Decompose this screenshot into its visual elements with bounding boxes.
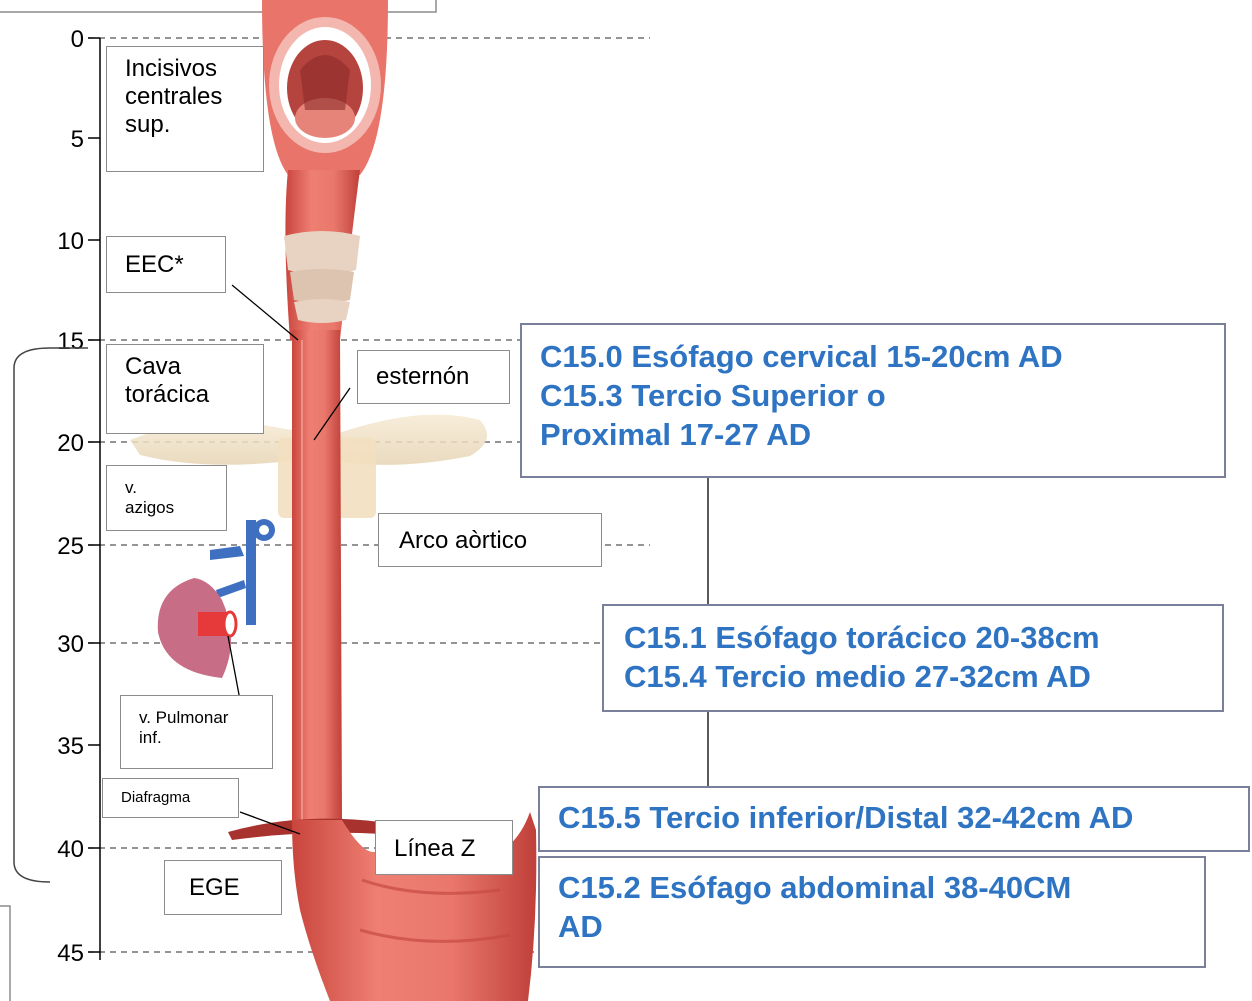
label-line: Arco aòrtico <box>399 527 601 555</box>
classification-line: C15.0 Esófago cervical 15-20cm AD <box>540 337 1224 376</box>
classification-line: Proximal 17-27 AD <box>540 415 1224 454</box>
classification-c15-2: C15.2 Esófago abdominal 38-40CM AD <box>538 856 1206 968</box>
label-incisivos-centrales: Incisivos centrales sup. <box>106 46 264 172</box>
left-cropped-box <box>0 906 10 1001</box>
scale-tick-label: 20 <box>57 430 84 457</box>
label-line: inf. <box>139 728 272 748</box>
label-diafragma: Diafragma <box>102 778 239 818</box>
label-cava-toracica: Cava torácica <box>106 344 264 434</box>
label-ege: EGE <box>164 860 282 915</box>
scale-tick-label: 40 <box>57 836 84 863</box>
label-arco-aortico: Arco aòrtico <box>378 513 602 567</box>
depth-scale <box>88 38 100 960</box>
esophagus-bracket <box>14 348 50 882</box>
label-line: Incisivos <box>125 55 263 83</box>
label-eec: EEC* <box>106 236 226 293</box>
scale-tick-label: 10 <box>57 228 84 255</box>
classification-line: C15.2 Esófago abdominal 38-40CM <box>558 868 1204 907</box>
scale-tick-label: 25 <box>57 533 84 560</box>
label-line: Diafragma <box>121 788 238 808</box>
classification-line: C15.3 Tercio Superior o <box>540 376 1224 415</box>
label-line: EEC* <box>125 251 225 279</box>
pulmonary-vein-illustration <box>198 612 236 636</box>
label-line: EGE <box>189 874 281 902</box>
classification-line: C15.4 Tercio medio 27-32cm AD <box>624 657 1222 696</box>
label-line: torácica <box>125 381 263 409</box>
scale-tick-label: 35 <box>57 733 84 760</box>
scale-tick-label: 15 <box>57 328 84 355</box>
classification-line: AD <box>558 907 1204 946</box>
label-line: sup. <box>125 111 263 139</box>
esophagus-tube <box>292 330 342 820</box>
classification-c15-0: C15.0 Esófago cervical 15-20cm AD C15.3 … <box>520 323 1226 478</box>
label-v-azigos: v. azigos <box>106 465 227 531</box>
label-line: Cava <box>125 353 263 381</box>
classification-line: C15.1 Esófago torácico 20-38cm <box>624 618 1222 657</box>
scale-tick-label: 30 <box>57 631 84 658</box>
classification-line: C15.5 Tercio inferior/Distal 32-42cm AD <box>558 798 1248 837</box>
label-line: v. <box>125 478 226 498</box>
label-line: azigos <box>125 498 226 518</box>
scale-tick-label: 5 <box>71 126 84 153</box>
classification-c15-5: C15.5 Tercio inferior/Distal 32-42cm AD <box>538 786 1250 852</box>
label-line: v. Pulmonar <box>139 708 272 728</box>
scale-tick-label: 0 <box>71 26 84 53</box>
label-line: esternón <box>376 363 509 391</box>
label-linea-z: Línea Z <box>375 820 513 875</box>
classification-c15-1: C15.1 Esófago torácico 20-38cm C15.4 Ter… <box>602 604 1224 712</box>
label-line: centrales <box>125 83 263 111</box>
label-line: Línea Z <box>394 835 512 863</box>
label-v-pulmonar: v. Pulmonar inf. <box>120 695 273 769</box>
label-esternon: esternón <box>357 350 510 404</box>
scale-tick-label: 45 <box>57 940 84 967</box>
mouth-illustration <box>262 0 388 175</box>
